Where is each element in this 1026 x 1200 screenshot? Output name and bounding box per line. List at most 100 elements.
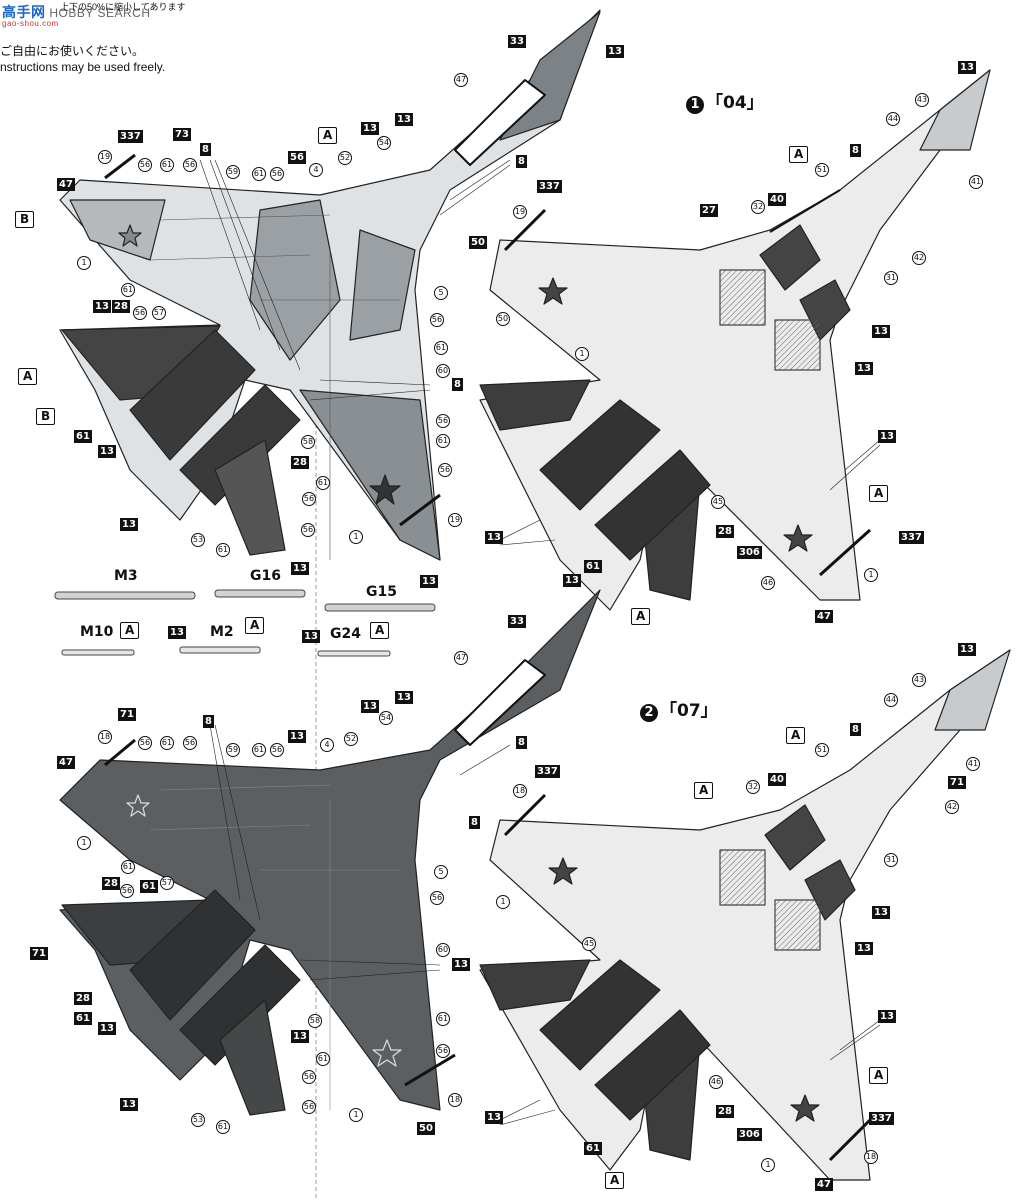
weapon-label-g16: G16 (250, 568, 281, 584)
callout-dark: 33 (508, 35, 526, 48)
callout-dark: 13 (291, 562, 309, 575)
callout-dark: 28 (102, 877, 120, 890)
callout-number: 5 (434, 865, 448, 879)
header-note-2: ご自由にお使いください。 (0, 44, 145, 58)
callout-box: A (789, 146, 809, 163)
callout-dark: 28 (716, 525, 734, 538)
watermark-brand: HOBBY SEARCH (49, 6, 151, 20)
callout-number: 51 (815, 743, 829, 757)
callout-dark: 13 (288, 730, 306, 743)
callout-number: 51 (815, 163, 829, 177)
callout-dark: 47 (815, 1178, 833, 1191)
callout-dark: 33 (508, 615, 526, 628)
header-note-1: 上下の50%に縮小してあります (60, 2, 186, 12)
callout-dark: 13 (168, 626, 186, 639)
callout-dark: 8 (200, 143, 211, 156)
callout-number: 61 (252, 167, 266, 181)
callout-number: 41 (966, 757, 980, 771)
callout-number: 32 (751, 200, 765, 214)
callout-number: 57 (160, 876, 174, 890)
callout-dark: 8 (203, 715, 214, 728)
callout-number: 60 (436, 943, 450, 957)
callout-dark: 13 (485, 531, 503, 544)
aircraft-07-top (59, 589, 601, 1116)
callout-dark: 13 (855, 362, 873, 375)
callout-dark: 8 (516, 736, 527, 749)
callout-number: 19 (98, 150, 112, 164)
callout-dark: 8 (850, 723, 861, 736)
scheme-title-04-text: 「04」 (706, 93, 764, 113)
scheme-number-2: 2 (640, 704, 658, 722)
callout-number: 56 (302, 1070, 316, 1084)
callout-number: 56 (302, 1100, 316, 1114)
callout-number: 42 (912, 251, 926, 265)
callout-box: A (786, 727, 806, 744)
callout-dark: 13 (395, 113, 413, 126)
callout-dark: 61 (74, 1012, 92, 1025)
callout-number: 45 (582, 937, 596, 951)
callout-number: 53 (191, 1113, 205, 1127)
callout-dark: 28 (716, 1105, 734, 1118)
callout-dark: 13 (878, 1010, 896, 1023)
callout-number: 56 (138, 158, 152, 172)
callout-number: 32 (746, 780, 760, 794)
callout-box: A (694, 782, 714, 799)
header-note-3: nstructions may be used freely. (0, 60, 166, 74)
callout-dark: 61 (584, 560, 602, 573)
callout-number: 47 (454, 651, 468, 665)
callout-dark: 50 (417, 1122, 435, 1135)
callout-number: 56 (430, 313, 444, 327)
callout-number: 61 (316, 1052, 330, 1066)
callout-number: 56 (270, 167, 284, 181)
callout-number: 61 (252, 743, 266, 757)
weapon-label-m2: M2 (210, 624, 234, 640)
aircraft-04-bottom (479, 69, 991, 611)
callout-number: 56 (183, 158, 197, 172)
callout-number: 42 (945, 800, 959, 814)
callout-number: 19 (448, 513, 462, 527)
callout-number: 54 (379, 711, 393, 725)
callout-dark: 306 (737, 1128, 762, 1141)
callout-dark: 56 (288, 151, 306, 164)
callout-number: 1 (349, 1108, 363, 1122)
callout-number: 41 (969, 175, 983, 189)
callout-dark: 337 (118, 130, 143, 143)
callout-box: A (370, 622, 390, 639)
scheme-title-07: 2「07」 (640, 696, 718, 722)
callout-dark: 13 (606, 45, 624, 58)
callout-dark: 13 (872, 325, 890, 338)
callout-dark: 13 (958, 61, 976, 74)
callout-number: 1 (575, 347, 589, 361)
callout-number: 45 (711, 495, 725, 509)
callout-dark: 13 (395, 691, 413, 704)
callout-number: 1 (496, 895, 510, 909)
callout-number: 61 (436, 434, 450, 448)
callout-number: 61 (216, 1120, 230, 1134)
callout-number: 4 (309, 163, 323, 177)
callout-box: A (318, 127, 338, 144)
callout-dark: 71 (948, 776, 966, 789)
callout-number: 56 (302, 492, 316, 506)
callout-number: 46 (709, 1075, 723, 1089)
callout-number: 59 (226, 165, 240, 179)
callout-dark: 61 (584, 1142, 602, 1155)
callout-number: 4 (320, 738, 334, 752)
callout-dark: 13 (452, 958, 470, 971)
callout-number: 1 (761, 1158, 775, 1172)
callout-dark: 13 (958, 643, 976, 656)
callout-number: 61 (160, 158, 174, 172)
callout-dark: 8 (516, 155, 527, 168)
weapon-strips (54, 589, 436, 657)
weapon-label-m3: M3 (114, 568, 138, 584)
callout-number: 54 (377, 136, 391, 150)
callout-number: 19 (513, 205, 527, 219)
callout-dark: 337 (899, 531, 924, 544)
callout-box: A (120, 622, 140, 639)
callout-number: 56 (183, 736, 197, 750)
callout-number: 1 (864, 568, 878, 582)
callout-dark: 13 (420, 575, 438, 588)
callout-dark: 47 (815, 610, 833, 623)
watermark-site: gao-shou.com (2, 19, 59, 28)
